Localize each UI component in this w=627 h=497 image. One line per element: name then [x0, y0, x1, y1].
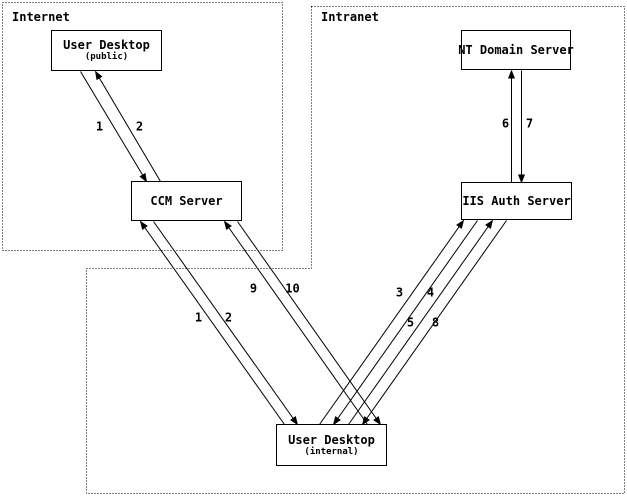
intranet-zone-border — [86, 6, 625, 494]
step-label-2: 2 — [136, 120, 143, 134]
step-label-1: 1 — [96, 120, 103, 134]
node-title: CCM Server — [150, 193, 223, 208]
step-label-5: 5 — [407, 316, 414, 330]
node-user-desktop-internal: User Desktop(internal) — [276, 424, 387, 466]
node-nt-domain-server: NT Domain Server — [458, 30, 574, 70]
arrow-step-8 — [361, 220, 507, 426]
node-title: NT Domain Server — [458, 42, 574, 57]
intranet-zone-label: Intranet — [321, 10, 379, 24]
arrow-step-2 — [94, 70, 161, 182]
node-ccm-server: CCM Server — [131, 181, 242, 221]
node-title: IIS Auth Server — [462, 193, 571, 208]
step-label-10: 10 — [285, 282, 299, 296]
arrow-step-3 — [319, 219, 465, 425]
arrow-step-1 — [139, 220, 285, 425]
node-title: User Desktop — [288, 432, 375, 447]
step-label-3: 3 — [396, 286, 403, 300]
internet-zone-label: Internet — [12, 10, 70, 24]
step-label-1: 1 — [195, 311, 202, 325]
step-label-2: 2 — [225, 311, 232, 325]
arrow-step-2 — [153, 221, 299, 426]
node-subtitle: (internal) — [304, 446, 359, 457]
step-label-6: 6 — [502, 117, 509, 131]
arrow-step-10 — [237, 221, 382, 426]
arrow-step-5 — [348, 219, 494, 425]
node-iis-auth-server: IIS Auth Server — [461, 182, 572, 220]
node-subtitle: (public) — [84, 52, 129, 62]
step-label-8: 8 — [432, 316, 439, 330]
arrow-step-1 — [80, 71, 148, 183]
step-label-7: 7 — [526, 117, 533, 131]
step-label-9: 9 — [250, 282, 257, 296]
node-user-desktop-public: User Desktop(public) — [51, 30, 162, 71]
step-label-4: 4 — [427, 286, 434, 300]
internet-zone-border — [2, 2, 283, 251]
node-title: User Desktop — [63, 38, 150, 52]
arrow-step-9 — [223, 220, 368, 425]
arrow-step-4 — [332, 220, 478, 426]
